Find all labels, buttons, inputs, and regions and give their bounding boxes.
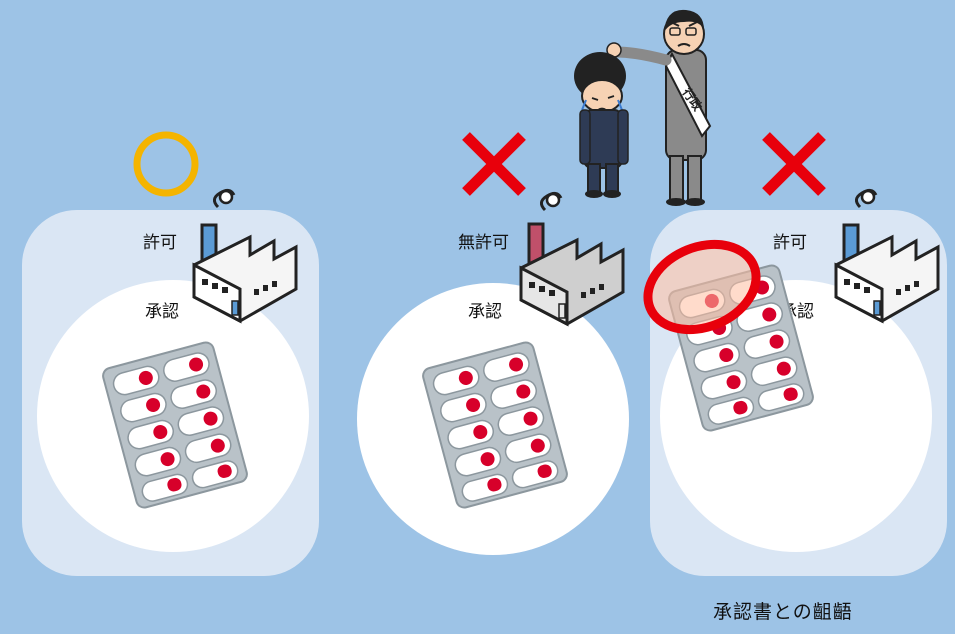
factory-label-1: 許可	[143, 233, 177, 253]
pill-pack-icon	[102, 341, 248, 509]
discrepancy-highlight-ring	[643, 239, 761, 335]
ok-circle-icon	[133, 131, 199, 197]
approval-label-2: 承認	[468, 302, 502, 322]
factory-label-3: 許可	[773, 233, 807, 253]
factory-icon	[834, 188, 940, 324]
factory-icon	[192, 188, 298, 324]
ng-cross-icon	[462, 132, 526, 196]
factory-label-2: 無許可	[458, 233, 509, 253]
bowing-men-icon: 行政	[574, 9, 712, 206]
factory-icon	[519, 191, 625, 327]
pill-pack-icon	[422, 341, 568, 509]
discrepancy-caption: 承認書との齟齬	[713, 601, 853, 623]
ng-cross-icon	[762, 132, 826, 196]
approval-label-1: 承認	[145, 302, 179, 322]
